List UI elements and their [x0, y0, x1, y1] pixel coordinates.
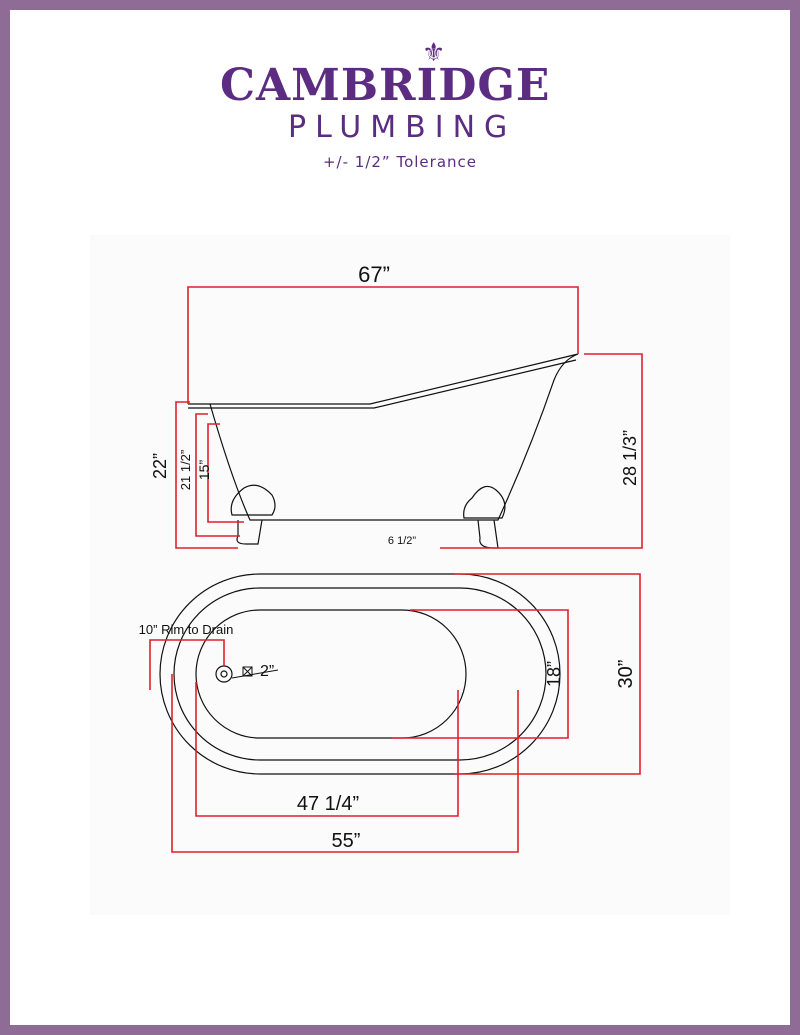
tolerance-note: +/- 1/2” Tolerance: [322, 153, 477, 171]
height-rim-label: 22”: [150, 453, 170, 479]
depth-dimension-line: [207, 423, 244, 523]
right-foot: [463, 485, 506, 519]
length-label: 67”: [358, 262, 390, 287]
left-foot-claw: [236, 519, 263, 545]
tub-outer-rim: [159, 573, 561, 775]
foot-label: 6 1/2”: [388, 535, 416, 547]
tub-diagram: 67” 28 1/3” 22” 21 1/2” 15” 6 1/2”: [139, 262, 643, 853]
spec-sheet: ⚜ CAMBRIDGE PLUMBING +/- 1/2” Tolerance: [10, 10, 790, 1025]
height-high-dimension-line: [440, 353, 643, 549]
inner-length-dimension-line: [195, 682, 459, 817]
top-labels: 10” Rim to Drain 2” 18” 30” 47 1/4” 55”: [139, 622, 637, 852]
height-rim-dimension-line: [175, 401, 238, 549]
depth-label: 15”: [196, 460, 212, 481]
outer-length-label: 55”: [332, 830, 361, 852]
tub-rim-line: [188, 359, 577, 409]
outer-width-dimension-line: [454, 573, 641, 775]
brand-name: CAMBRIDGE: [220, 60, 551, 111]
drain-inner: [220, 670, 228, 678]
drain-size-icon: [242, 666, 253, 677]
height-inner-dimension-line: [195, 413, 240, 537]
top-view: [159, 573, 561, 775]
rim-to-drain-label: 10” Rim to Drain: [139, 622, 234, 637]
drain-outer: [215, 665, 233, 683]
tub-inner-basin: [195, 609, 467, 739]
left-foot: [230, 484, 276, 516]
outer-length-dimension-line: [171, 674, 519, 853]
drain-size-label: 2”: [260, 663, 274, 680]
top-dimensions: [149, 573, 641, 853]
side-labels: 67” 28 1/3” 22” 21 1/2” 15” 6 1/2”: [150, 262, 640, 547]
right-foot-claw: [477, 519, 499, 549]
side-view: [188, 353, 579, 549]
height-high-label: 28 1/3”: [620, 430, 640, 486]
length-dimension-line: [187, 286, 579, 404]
rim-to-drain-line: [149, 639, 225, 690]
inner-width-label: 18”: [544, 661, 564, 687]
drain-size-pointer: [231, 669, 279, 679]
inner-width-dimension-line: [392, 609, 569, 739]
inner-length-label: 47 1/4”: [297, 793, 359, 815]
tub-rim-edge: [173, 587, 547, 761]
height-inner-label: 21 1/2”: [178, 450, 193, 490]
brand-subtitle: PLUMBING: [288, 110, 517, 145]
side-dimensions: [175, 286, 643, 549]
fleur-de-lis-icon: ⚜: [422, 38, 446, 68]
outer-width-label: 30”: [615, 660, 637, 689]
tub-body-outline: [188, 353, 579, 521]
